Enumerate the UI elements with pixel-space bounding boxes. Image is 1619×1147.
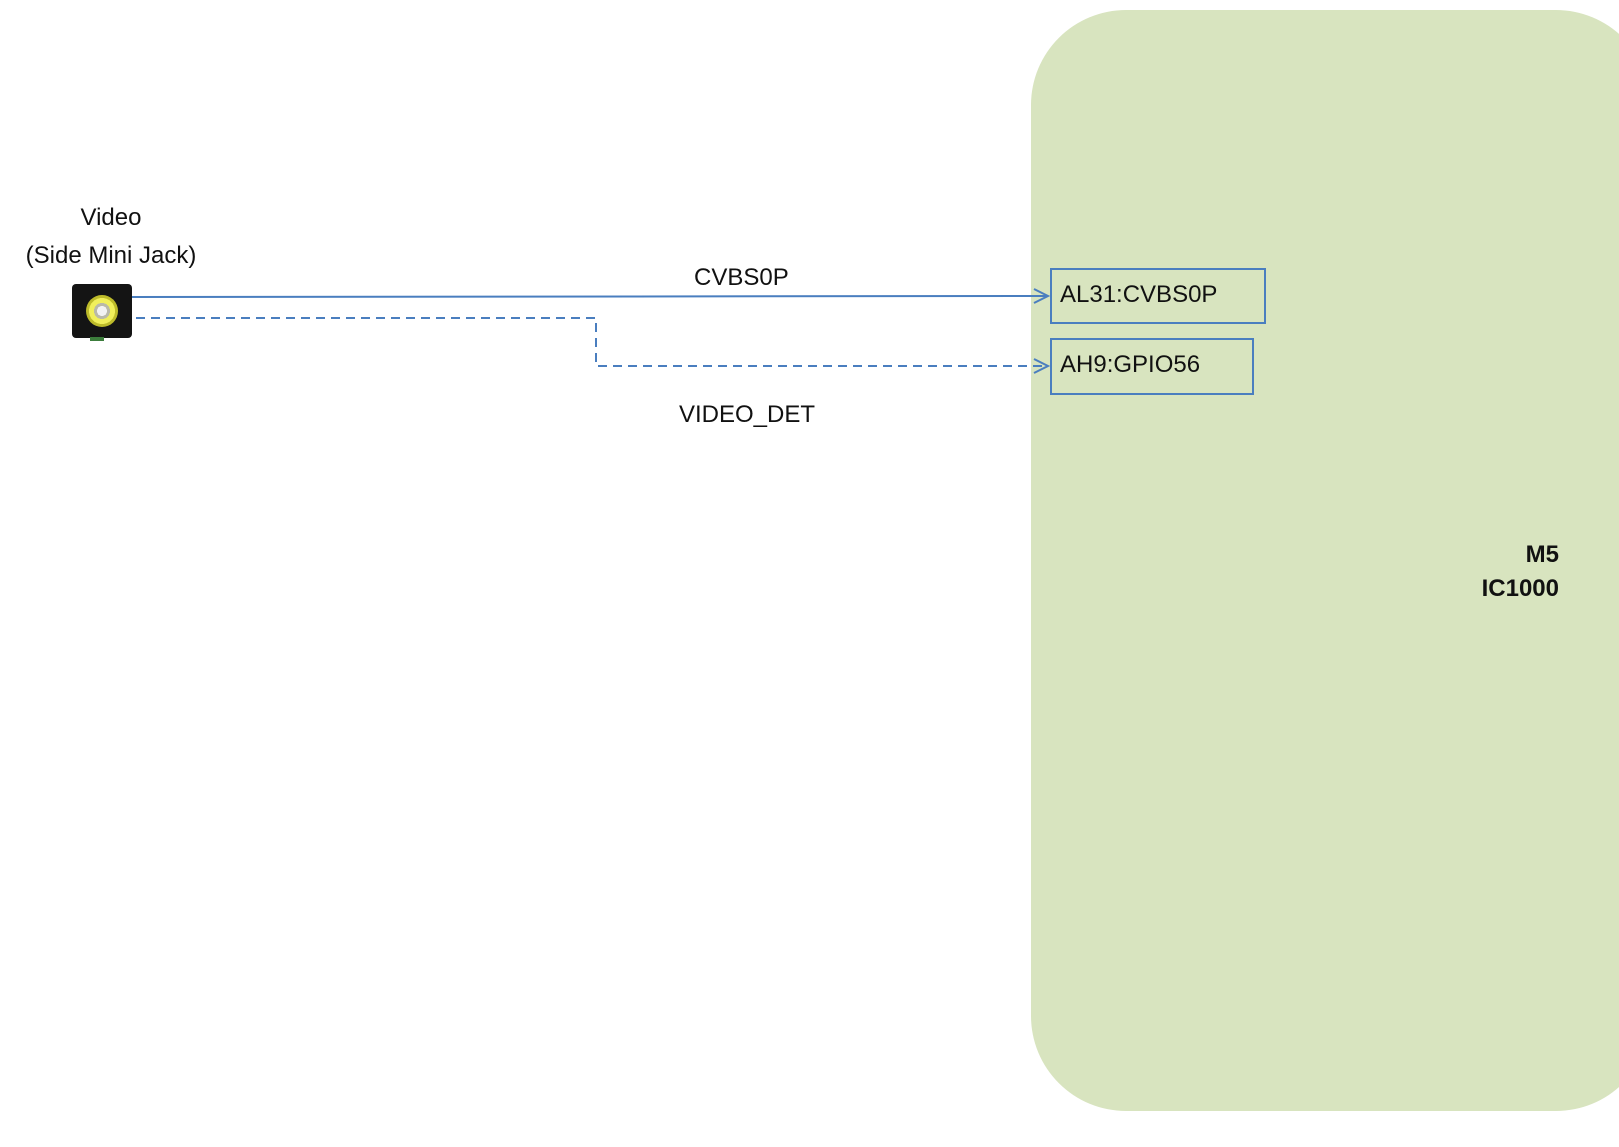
pin-box-cvbs: AL31:CVBS0P (1050, 268, 1266, 324)
chip-block: M5 IC1000 (1031, 10, 1619, 1111)
jack-pin (90, 337, 104, 341)
video-det-signal-label: VIDEO_DET (679, 401, 816, 428)
chip-name-line1: M5 (1525, 541, 1559, 568)
pin-box-gpio: AH9:GPIO56 (1050, 338, 1254, 395)
video-det-wire (136, 317, 1051, 374)
connector-subtitle: (Side Mini Jack) (25, 242, 197, 269)
cvbs-line (131, 295, 1049, 298)
connector-title: Video (80, 204, 142, 231)
chip-name: M5 IC1000 (1482, 538, 1559, 606)
cvbs-signal-label: CVBS0P (694, 264, 789, 291)
cvbs-wire (131, 288, 1051, 304)
rca-jack-icon (72, 284, 132, 341)
video-det-line (136, 317, 1048, 367)
chip-name-line2: IC1000 (1481, 575, 1559, 602)
jack-ring (86, 295, 118, 327)
